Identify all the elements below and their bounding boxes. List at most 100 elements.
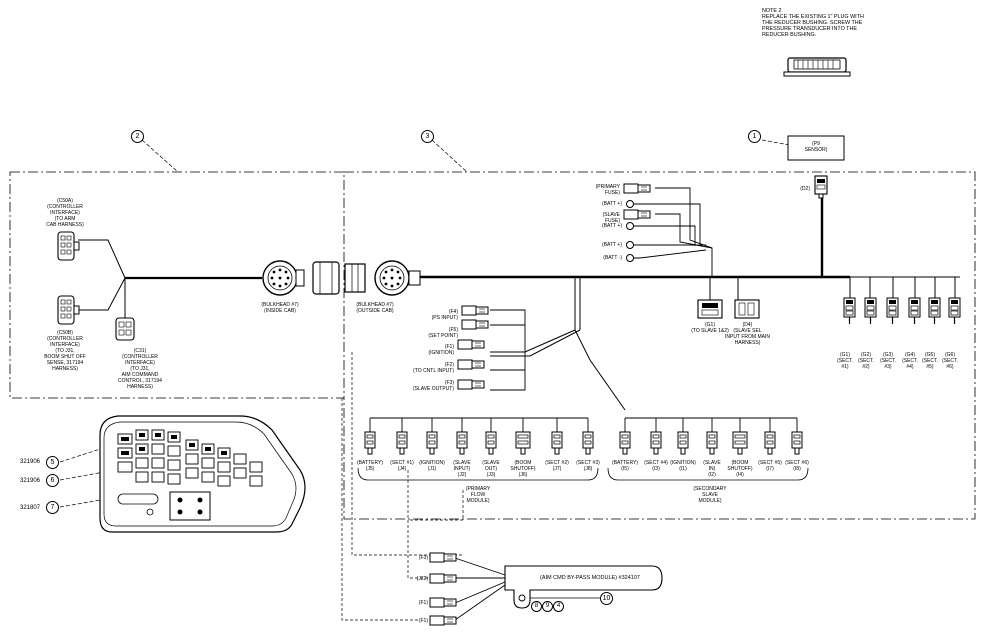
bulkhead-inside-connector: [262, 260, 305, 296]
i1-connector: [677, 431, 689, 455]
g6-section-connector: [948, 297, 961, 325]
c31-connector: [115, 317, 135, 341]
label-j4: (SECT #1) (J4): [390, 460, 414, 472]
j5-connector: [364, 431, 376, 455]
f2-connector: [457, 359, 485, 370]
label-i7: (SECT #5) (I7): [758, 460, 782, 472]
label-secondary-slave-module: (SECONDARY SLAVE MODULE): [693, 486, 727, 504]
bypass-f1-connector: [429, 597, 457, 608]
main-harness-wires: [78, 187, 960, 621]
label-i3: (SECT #4) (I3): [644, 460, 668, 472]
label-bulkhead-outside: (BULKHEAD #7) (OUTSIDE CAB): [356, 302, 394, 314]
i4-connector: [732, 431, 748, 455]
label-j2: (SLAVE INPUT) (J2): [453, 460, 471, 478]
label-g3-section: (G3) (SECT. #3): [880, 352, 896, 370]
d2-connector: [814, 175, 828, 199]
f3-connector: [457, 379, 485, 390]
bypass-module: [504, 565, 663, 609]
primary-flow-connectors: [364, 431, 594, 455]
bypass-f1b-connector: [429, 615, 457, 626]
f1-connector: [457, 339, 485, 350]
j1-connector: [426, 431, 438, 455]
label-f4: (F4) (PS INPUT): [431, 309, 458, 321]
label-g6-section: (G6) (SECT. #6): [942, 352, 958, 370]
label-bulkhead-inside: (BULKHEAD #7) (INSIDE CAB): [261, 302, 299, 314]
label-j8: (SECT #3) (J8): [576, 460, 600, 472]
note-2: NOTE 2 REPLACE THE EXISTING 1" PLUG WITH…: [762, 8, 864, 38]
harness-boundary-2: [9, 171, 345, 399]
g1-connector: [697, 299, 723, 319]
switch-panel: [99, 415, 306, 533]
pressure-transducer: [783, 57, 851, 77]
batt-lug-2: [626, 222, 641, 230]
g2-section-connector: [864, 297, 877, 325]
batt-lug-1: [626, 200, 641, 208]
label-batt-1: (BATT +): [602, 201, 622, 207]
j8-connector: [582, 431, 594, 455]
batt-lug-3: [626, 241, 641, 249]
d4-connector: [734, 299, 760, 319]
label-g4-section: (G4) (SECT. #4): [902, 352, 918, 370]
callout-2: 2: [131, 130, 144, 143]
label-g2-section: (G2) (SECT. #2): [858, 352, 874, 370]
label-c50b: (C50B) (CONTROLLER INTERFACE) (TO J31, B…: [44, 330, 86, 372]
i3-connector: [650, 431, 662, 455]
label-i2: (SLAVE IN) (I2): [703, 460, 721, 478]
label-i8: (SECT #6) (I8): [785, 460, 809, 472]
callout-6: 6: [46, 474, 59, 487]
part-number-7: 321807: [20, 505, 41, 511]
bulkhead-outside-connector: [312, 260, 421, 296]
harness-boundary-3: [343, 171, 976, 520]
label-f1: (F1) (IGNITION): [428, 344, 454, 356]
callout-9: 9: [542, 601, 553, 612]
label-bypass-module: (AIM CMD BY-PASS MODULE) #324107: [540, 575, 640, 581]
label-i1: (IGNITION) (I1): [670, 460, 696, 472]
secondary-slave-connectors: [619, 431, 803, 455]
g-section-connectors: [843, 297, 961, 325]
label-g1: (G1) (TO SLAVE 1&2): [691, 322, 729, 334]
slave-fuse: [623, 209, 651, 220]
label-slave-fuse: (SLAVE FUSE): [602, 212, 620, 224]
g3-section-connector: [886, 297, 899, 325]
f5-connector: [461, 319, 489, 330]
g5-section-connector: [928, 297, 941, 325]
primary-fuse: [623, 183, 651, 194]
label-c31: (C31) (CONTROLLER INTERFACE) (TO J31, AI…: [118, 348, 162, 390]
c50a-connector: [57, 231, 80, 261]
callout-4: 4: [553, 601, 564, 612]
callout-5: 5: [46, 456, 59, 469]
label-i5: (BATTERY) (I5): [612, 460, 638, 472]
i7-connector: [764, 431, 776, 455]
part-number-5: 321906: [20, 459, 41, 465]
i5-connector: [619, 431, 631, 455]
j7-connector: [551, 431, 563, 455]
label-primary-fuse: (PRIMARY FUSE): [595, 184, 620, 196]
label-bypass-f1b: (F1): [418, 618, 428, 624]
callout-7: 7: [46, 501, 59, 514]
callout-10: 10: [600, 592, 613, 605]
bypass-f3-connector: [429, 552, 457, 563]
j2-connector: [456, 431, 468, 455]
label-f2: (F2) (TO CNTL INPUT): [413, 362, 454, 374]
batt-lug-4: [626, 254, 641, 262]
label-g1-section: (G1) (SECT. #1): [837, 352, 853, 370]
label-g5-section: (G5) (SECT. #5): [922, 352, 938, 370]
label-p9-sensor: (P9 SENSOR): [804, 141, 828, 153]
label-j3: (SLAVE OUT) (J3): [482, 460, 500, 478]
label-batt-2: (BATT +): [602, 223, 622, 229]
j4-connector: [396, 431, 408, 455]
label-bypass-f1: (F1): [418, 600, 428, 606]
p9-sensor-box: [787, 135, 845, 161]
label-j1: (IGNITION) (J1): [419, 460, 445, 472]
label-bypass-f3: (F3): [418, 555, 428, 561]
i2-connector: [706, 431, 718, 455]
g1-section-connector: [843, 297, 856, 325]
label-d2: (D2): [800, 186, 810, 192]
g4-section-connector: [908, 297, 921, 325]
label-bypass-j22: (J22): [416, 576, 428, 582]
bypass-j22-connector: [429, 573, 457, 584]
label-c50a: (C50A) (CONTROLLER INTERFACE) (TO ARM CA…: [46, 198, 84, 228]
label-j5: (BATTERY) (J5): [357, 460, 383, 472]
label-i4: (BOOM SHUTOFF) (I4): [727, 460, 753, 478]
